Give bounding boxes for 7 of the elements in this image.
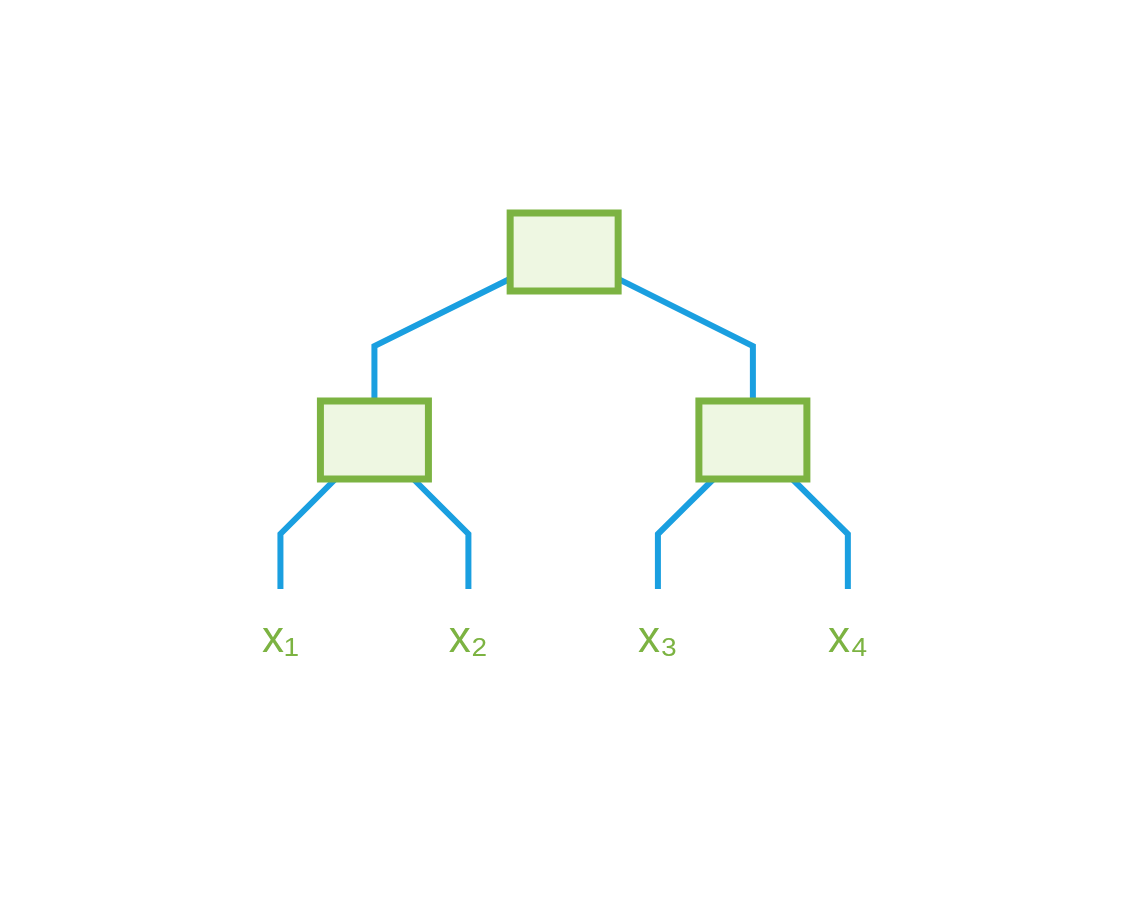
node-box (317, 397, 432, 483)
node-text: x₁ (262, 612, 299, 661)
node-box (506, 209, 622, 295)
node-text: x₄ (827, 612, 868, 661)
node-box (695, 397, 811, 483)
node-text: x₂ (448, 612, 489, 661)
node-text: x₃ (638, 612, 678, 661)
